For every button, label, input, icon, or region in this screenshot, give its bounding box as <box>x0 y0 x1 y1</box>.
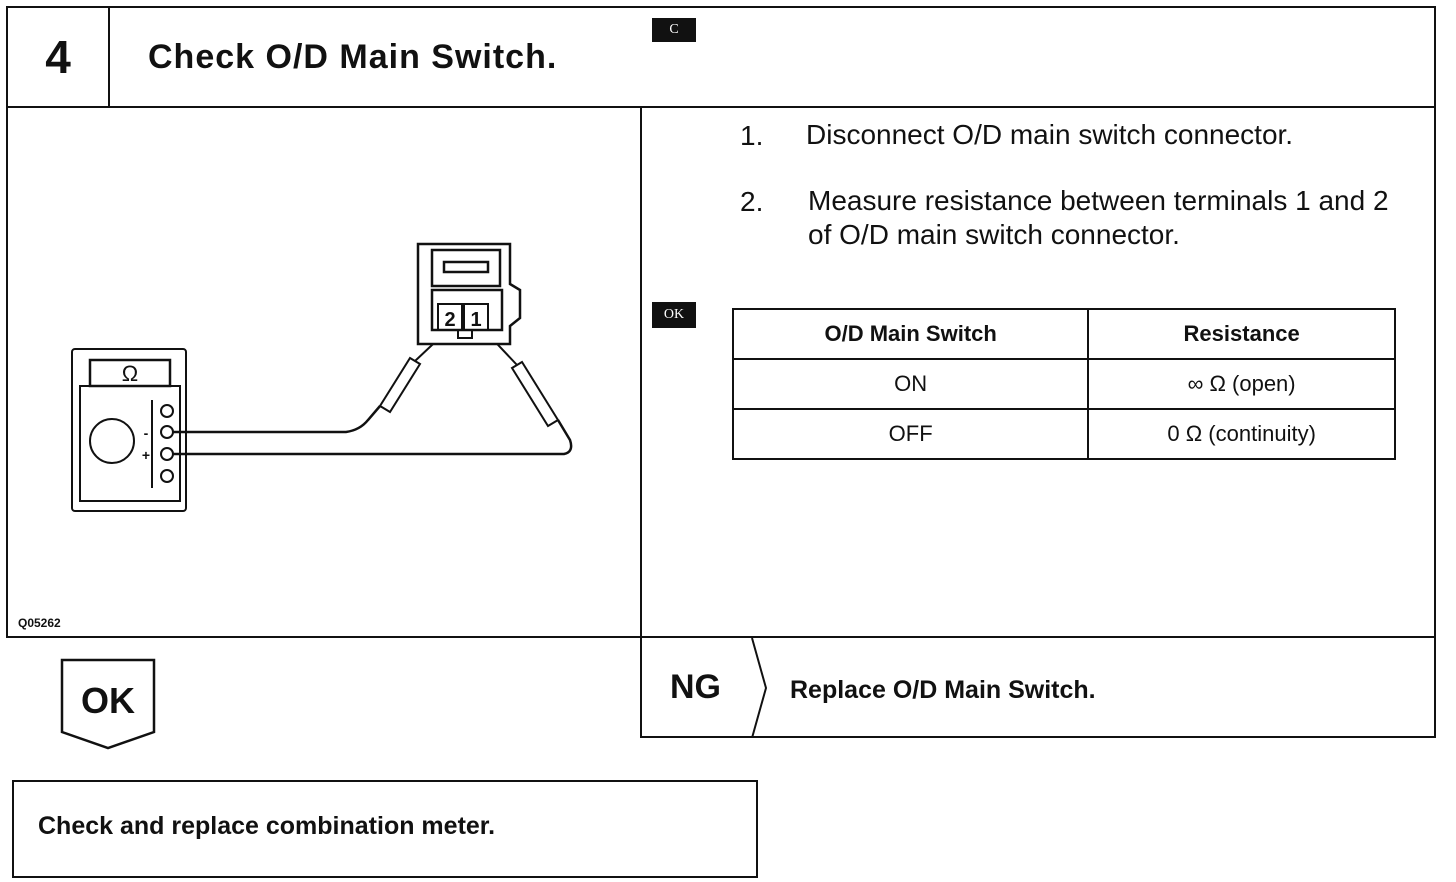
terminal-2-label: 2 <box>444 309 455 331</box>
ohm-symbol: Ω <box>122 361 138 386</box>
ohmmeter-connector-illustration: Ω - + 2 1 <box>71 242 573 512</box>
probe-plus-sign: + <box>142 447 150 463</box>
ok-tag: OK <box>652 302 696 328</box>
prep-tag: C <box>652 18 696 42</box>
ok-branch-label: OK <box>81 680 135 721</box>
step-number: 4 <box>8 8 110 106</box>
table-cell: 0 Ω (continuity) <box>1087 408 1396 460</box>
resistance-spec-table: O/D Main Switch Resistance ON ∞ Ω (open)… <box>731 308 1396 460</box>
ok-branch-action-box: Check and replace combination meter. <box>12 780 758 878</box>
table-row: ON ∞ Ω (open) <box>731 358 1396 410</box>
chevron-right-icon <box>751 638 768 738</box>
instruction-2-text: Measure resistance between terminals 1 a… <box>808 185 1389 250</box>
instruction-2-number: 2. <box>740 186 764 217</box>
step-title: Check O/D Main Switch. <box>148 38 558 76</box>
ng-branch-box: NG Replace O/D Main Switch. <box>640 636 1436 738</box>
instruction-1-number: 1. <box>740 120 764 151</box>
ng-branch-action: Replace O/D Main Switch. <box>790 676 1096 704</box>
step-header: 4 Check O/D Main Switch. <box>6 6 1436 108</box>
table-row: OFF 0 Ω (continuity) <box>731 408 1396 460</box>
ok-branch-badge: OK <box>60 658 156 750</box>
instruction-1-text: Disconnect O/D main switch connector. <box>806 119 1294 150</box>
column-divider <box>640 108 642 638</box>
table-cell: ON <box>731 358 1090 410</box>
test-leads <box>173 329 573 456</box>
column-header: O/D Main Switch <box>731 308 1090 360</box>
figure-id: Q05262 <box>18 616 61 630</box>
table-cell: ∞ Ω (open) <box>1087 358 1396 410</box>
terminal-1-label: 1 <box>470 309 481 331</box>
table-header-row: O/D Main Switch Resistance <box>731 308 1396 360</box>
connector-icon <box>416 242 522 346</box>
down-arrow-badge-icon <box>60 658 156 750</box>
probe-minus-sign: - <box>144 425 149 441</box>
ok-branch-action: Check and replace combination meter. <box>38 812 496 840</box>
ng-branch-label: NG <box>670 668 721 706</box>
table-cell: OFF <box>731 408 1090 460</box>
column-header: Resistance <box>1087 308 1396 360</box>
